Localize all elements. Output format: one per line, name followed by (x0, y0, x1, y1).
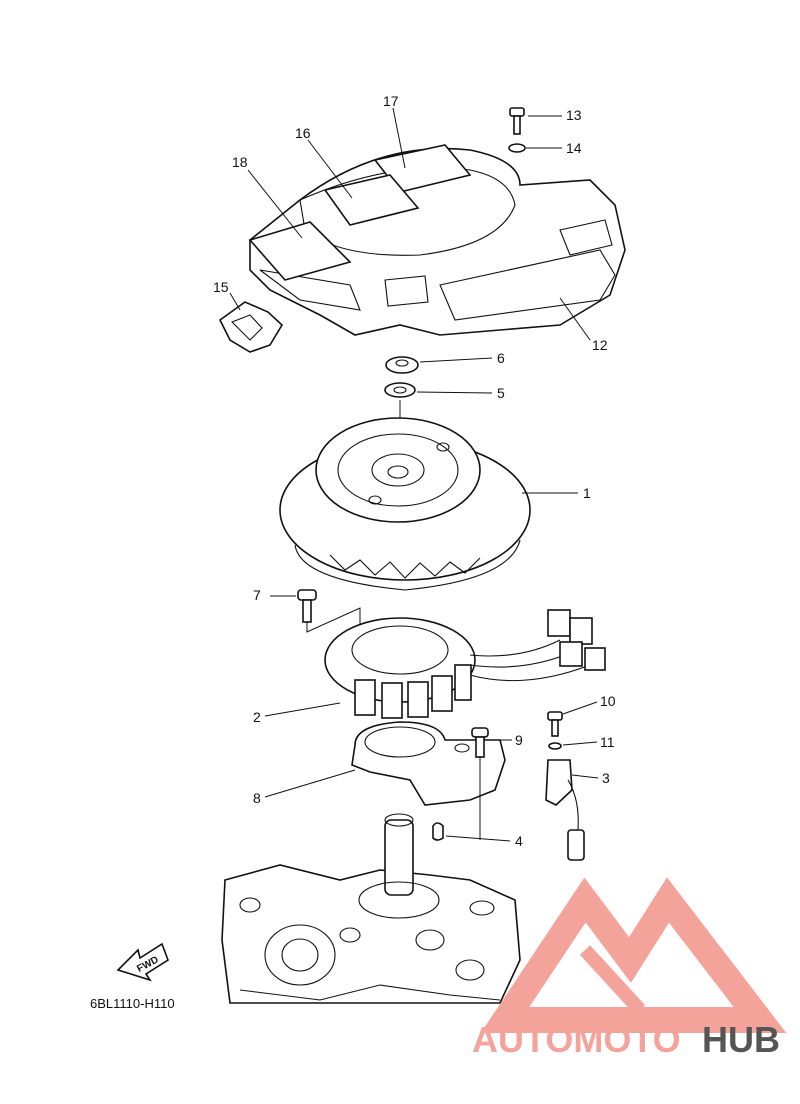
callout-17: 17 (383, 93, 399, 109)
bolt-10 (547, 711, 563, 737)
crankcase (221, 813, 521, 1004)
connector-d (584, 647, 606, 671)
logo-triangle-mark (480, 877, 787, 1033)
callout-13: 13 (566, 107, 582, 123)
diagram-code: 6BL1110-H110 (90, 996, 175, 1011)
watermark-text-primary: AUTOMOTO (472, 1019, 681, 1060)
label-16-plate (323, 174, 420, 226)
leader-lines (229, 107, 599, 842)
callout-2: 2 (253, 709, 261, 725)
flywheel-cover (248, 144, 626, 336)
bolt-7 (297, 589, 317, 623)
clip-15 (218, 301, 284, 353)
callout-8: 8 (253, 790, 261, 806)
washer-5 (384, 382, 416, 398)
callout-10: 10 (600, 693, 616, 709)
stator-base (351, 721, 506, 806)
callout-12: 12 (592, 337, 608, 353)
stator (324, 609, 606, 719)
watermark-text-secondary: HUB (702, 1019, 780, 1060)
washer-11 (548, 742, 562, 750)
connector-a (547, 609, 571, 637)
bolt-13 (509, 107, 525, 135)
callout-5: 5 (497, 385, 505, 401)
connector-c (559, 641, 583, 667)
callout-14: 14 (566, 140, 582, 156)
callout-7: 7 (253, 587, 261, 603)
callout-3: 3 (602, 770, 610, 786)
callout-6: 6 (497, 350, 505, 366)
callout-16: 16 (295, 125, 311, 141)
nut-6 (385, 356, 419, 374)
washer-14 (508, 143, 526, 153)
callout-4: 4 (515, 833, 523, 849)
crankshaft (384, 819, 414, 896)
callout-9: 9 (515, 732, 523, 748)
fwd-arrow: FWD (116, 942, 169, 982)
callout-18: 18 (232, 154, 248, 170)
callout-labels: 17 16 18 13 14 15 12 6 5 1 7 2 9 10 11 3… (213, 93, 616, 849)
label-18-plate (248, 221, 352, 281)
watermark-logo: AUTOMOTO HUB (472, 877, 787, 1060)
connector-b (569, 617, 593, 645)
callout-15: 15 (213, 279, 229, 295)
woodruff-key-4 (432, 822, 444, 841)
sensor-3 (545, 759, 585, 861)
callout-11: 11 (600, 734, 615, 750)
logo-inner-stroke (579, 945, 646, 1015)
flywheel (279, 417, 531, 591)
callout-1: 1 (583, 485, 591, 501)
